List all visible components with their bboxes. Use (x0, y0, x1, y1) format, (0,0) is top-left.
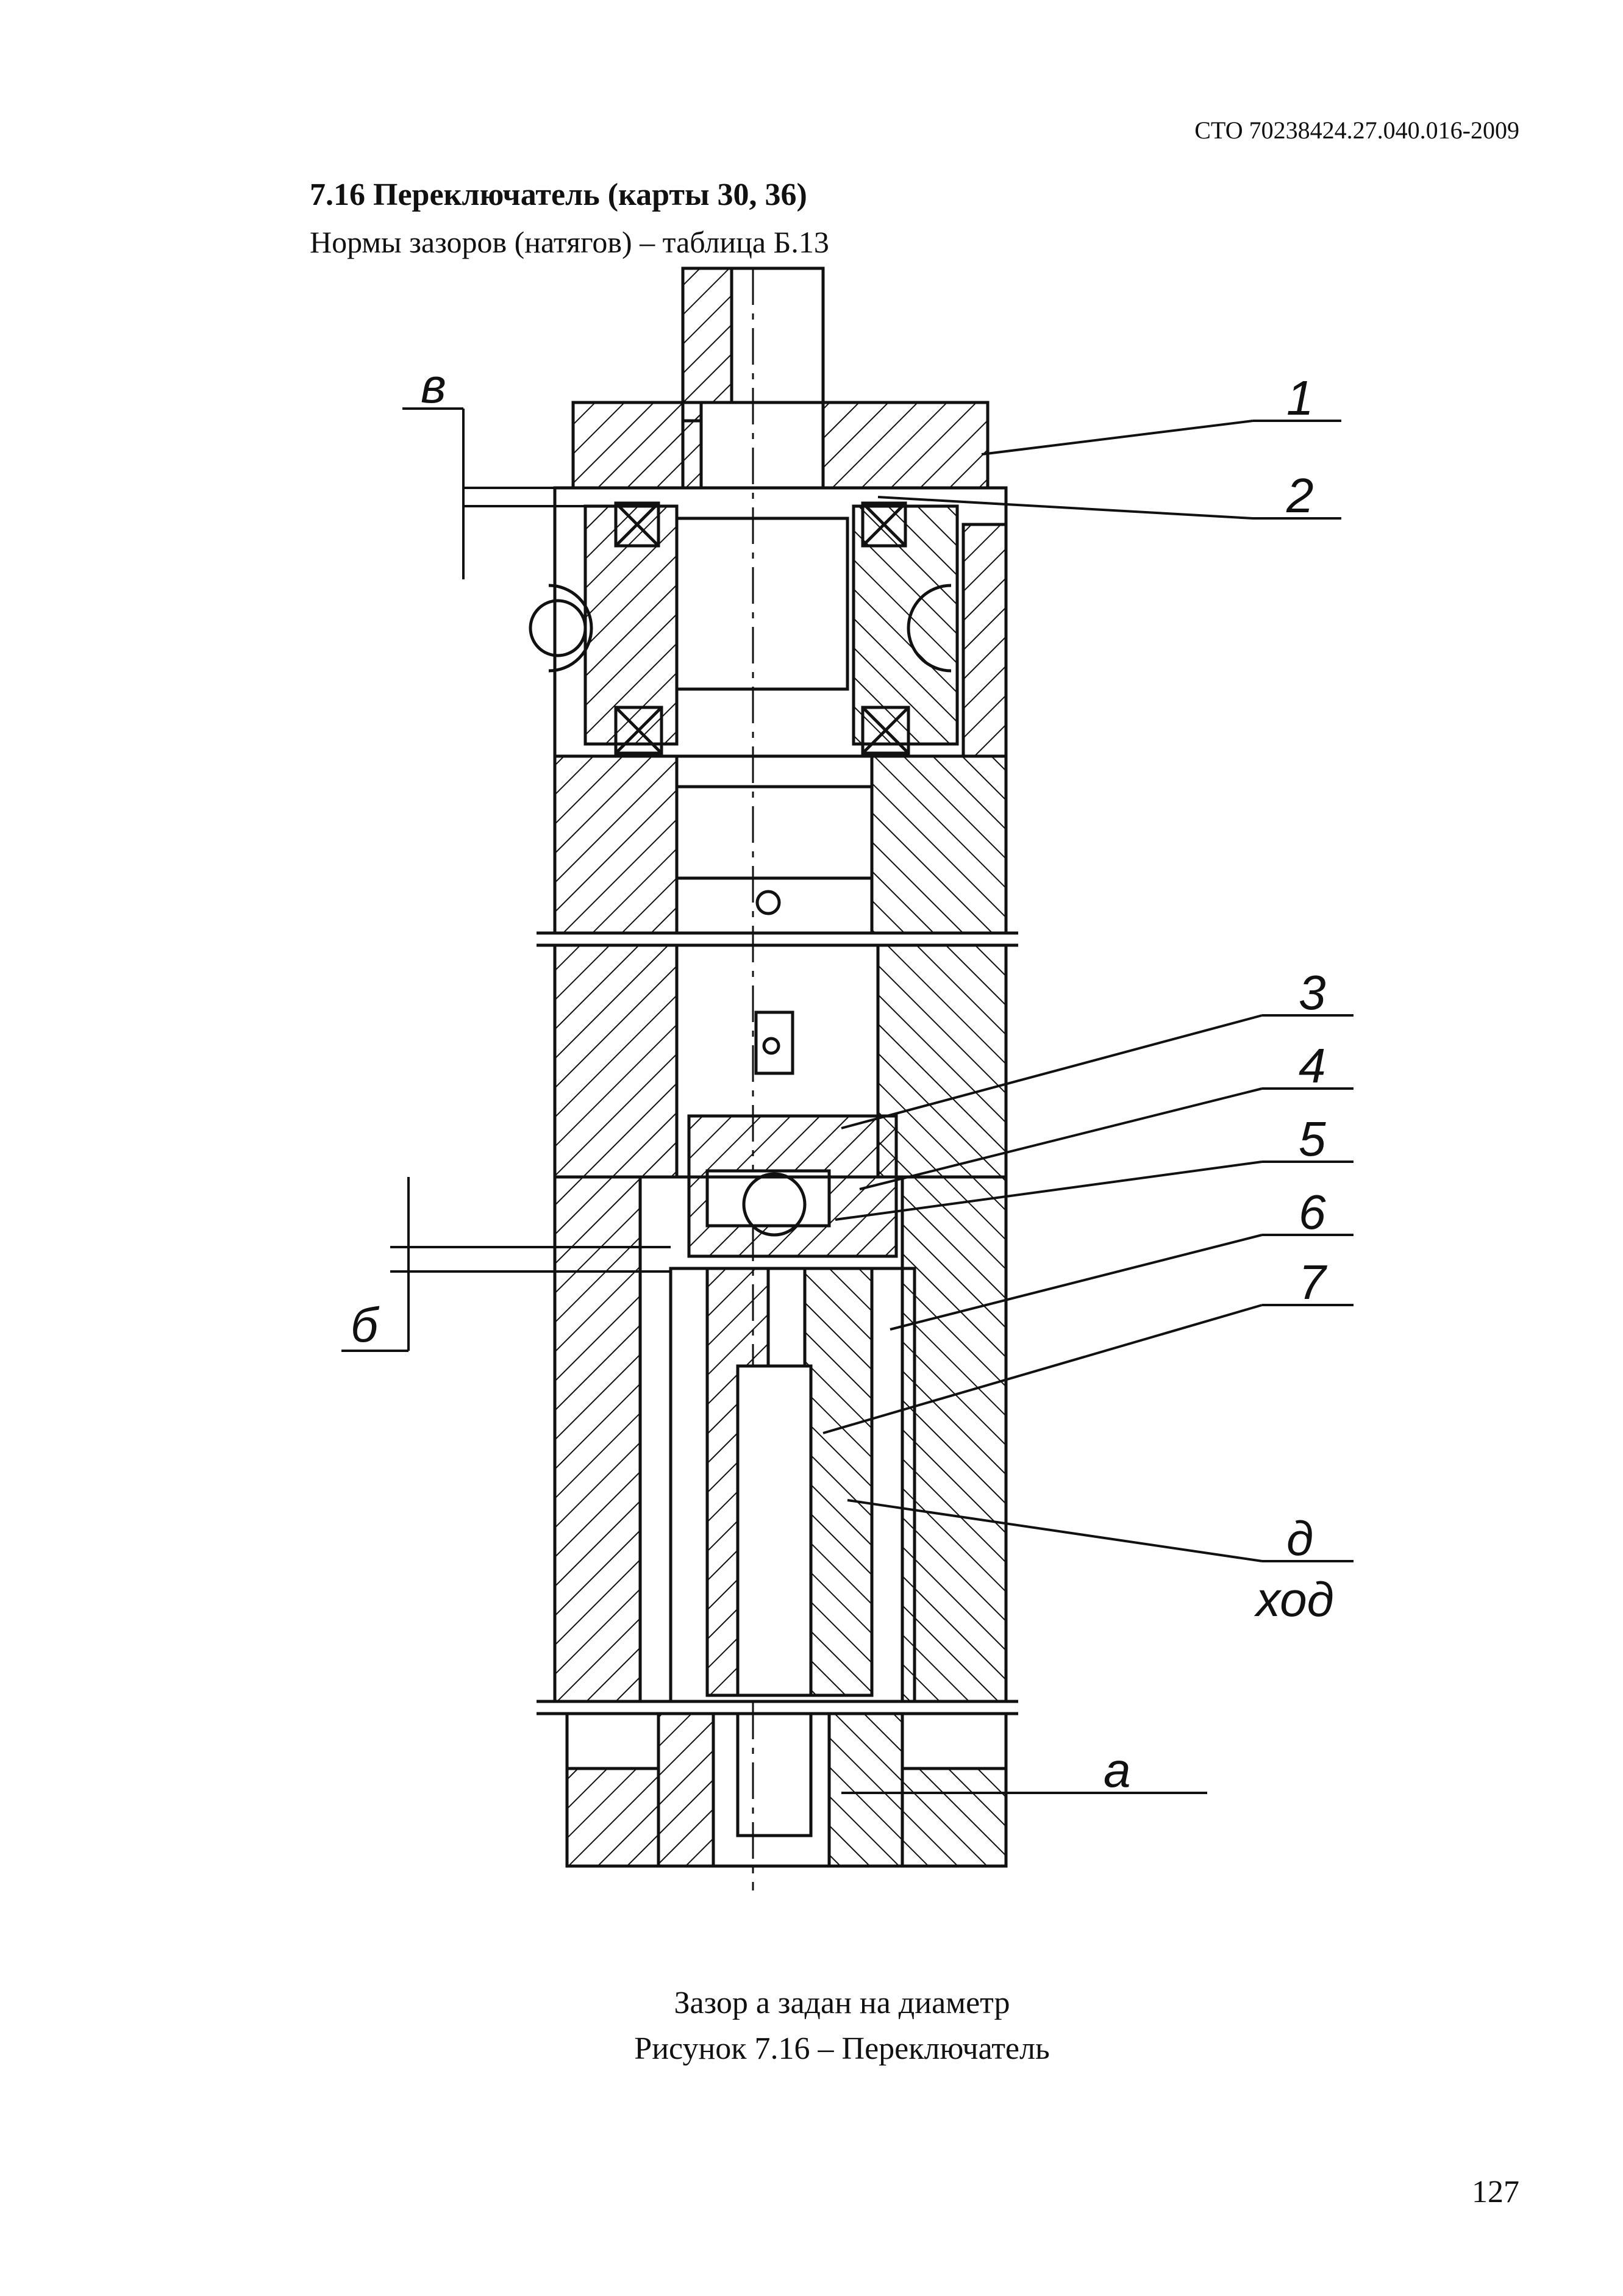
callout-5: 5 (1299, 1112, 1326, 1166)
callout-khod: ход (1254, 1572, 1334, 1626)
caption-note: Зазор а задан на диаметр (674, 1986, 1010, 2020)
callout-1: 1 (1286, 371, 1314, 425)
figure-caption: Рисунок 7.16 – Переключатель (634, 2031, 1050, 2066)
callout-7: 7 (1299, 1255, 1327, 1309)
section-title: 7.16 Переключатель (карты 30, 36) (310, 177, 807, 212)
callout-d: д (1286, 1511, 1313, 1565)
callout-6: 6 (1299, 1185, 1326, 1239)
callout-3: 3 (1299, 965, 1326, 1020)
document-code: СТО 70238424.27.040.016-2009 (1194, 116, 1519, 144)
callout-b: б (351, 1298, 380, 1352)
callout-v: в (421, 359, 446, 413)
page-number: 127 (1472, 2175, 1519, 2209)
dimension-and-leader-lines (341, 407, 1354, 1794)
section-subtitle: Нормы зазоров (натягов) – таблица Б.13 (310, 225, 829, 259)
callout-4: 4 (1299, 1039, 1326, 1093)
callout-labels: 1 2 3 4 5 6 7 в б д ход а (351, 359, 1334, 1797)
callout-2: 2 (1286, 468, 1314, 523)
drawing-outline (529, 266, 1018, 1890)
callout-a: а (1104, 1743, 1131, 1797)
